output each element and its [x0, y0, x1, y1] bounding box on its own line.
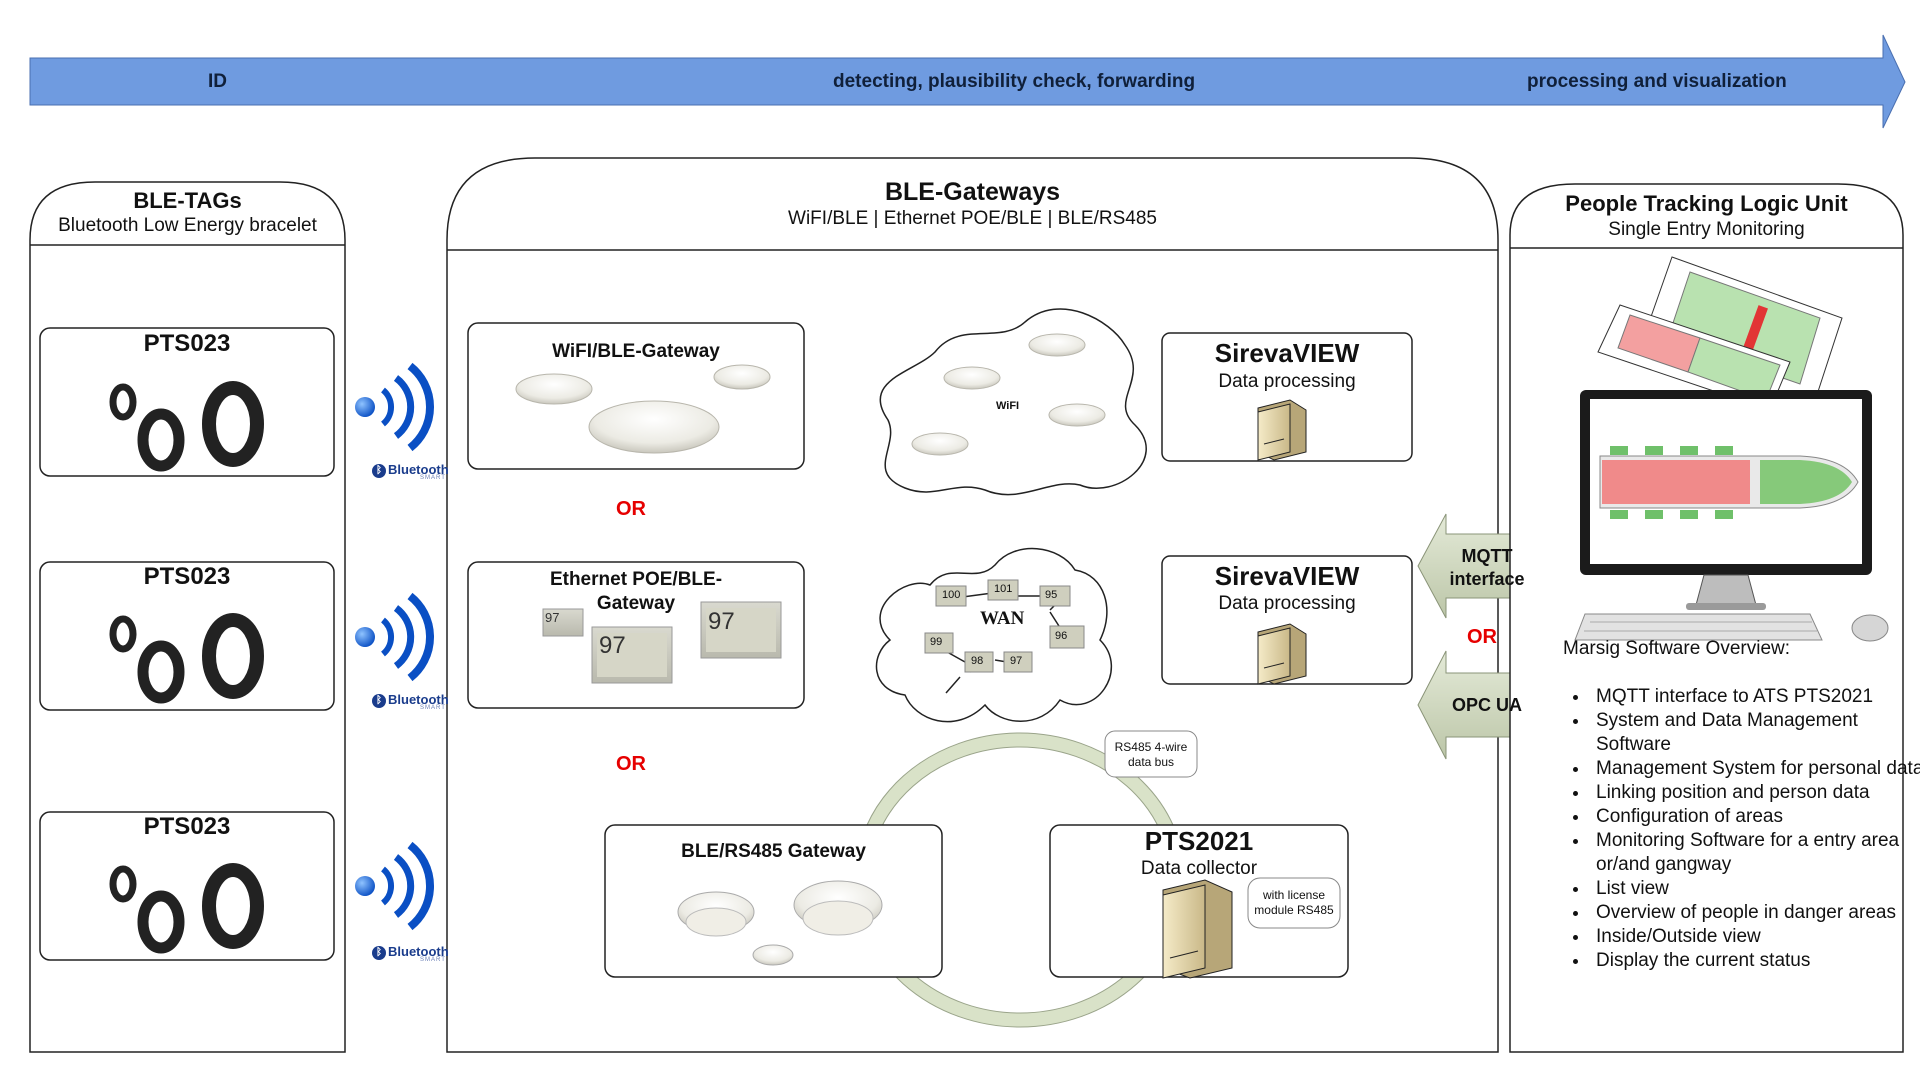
logic-panel-title: People Tracking Logic Unit — [1565, 191, 1848, 216]
bluetooth-signal-icon-2 — [355, 592, 435, 682]
overview-item: Overview of people in danger areas — [1590, 901, 1920, 925]
arrow-label-detecting: detecting, plausibility check, forwardin… — [833, 71, 1196, 92]
sireva-title-1: SirevaVIEW — [1214, 338, 1360, 368]
sireva-box-2 — [1161, 555, 1413, 685]
gateways-panel-subtitle: WiFI/BLE | Ethernet POE/BLE | BLE/RS485 — [788, 208, 1157, 229]
bluetooth-signal-icon-1 — [355, 362, 435, 452]
overview-item: Linking position and person data — [1590, 781, 1920, 805]
arrow-label-id: ID — [208, 71, 227, 92]
pts2021-callout-text: with license module RS485 — [1254, 888, 1334, 917]
overview-item: Inside/Outside view — [1590, 925, 1920, 949]
mouse-icon — [1851, 614, 1889, 642]
wan-node-97: 97 — [1010, 655, 1023, 667]
wan-node-boxes — [924, 579, 1085, 673]
tag-label-2: PTS023 — [143, 563, 231, 590]
wifi-cloud-domes — [911, 333, 1106, 456]
monitor-icon — [1580, 390, 1872, 610]
sireva-subtitle-1: Data processing — [1218, 371, 1356, 392]
tag-label-1: PTS023 — [143, 330, 231, 357]
rs485-gateway-label: BLE/RS485 Gateway — [681, 841, 866, 862]
bluetooth-smart-text: SMART — [420, 705, 446, 711]
server-icon-1 — [1257, 399, 1307, 461]
or-label-1: OR — [616, 498, 646, 520]
wifi-gateway-box — [467, 322, 805, 470]
overview-item: System and Data Management Software — [1590, 709, 1920, 757]
wifi-gateway-label: WiFI/BLE-Gateway — [552, 341, 720, 362]
tags-panel-subtitle: Bluetooth Low Energy bracelet — [58, 215, 317, 236]
gateways-panel-title: BLE-Gateways — [884, 178, 1061, 206]
bluetooth-logo-text: Bluetooth — [388, 462, 449, 477]
sireva-title-2: SirevaVIEW — [1214, 561, 1360, 591]
overview-item: Configuration of areas — [1590, 805, 1920, 829]
tags-panel-title: BLE-TAGs — [133, 188, 242, 213]
display-value-left: 97 — [599, 632, 626, 659]
display-value-right: 97 — [708, 608, 735, 635]
overview-title: Marsig Software Overview: — [1563, 638, 1791, 659]
logic-panel-subtitle: Single Entry Monitoring — [1608, 219, 1805, 240]
ethernet-display-icons — [542, 601, 782, 684]
pts2021-subtitle: Data collector — [1140, 858, 1258, 879]
overview-item: MQTT interface to ATS PTS2021 — [1590, 685, 1920, 709]
ethernet-gateway-label: Ethernet POE/BLE- Gateway — [549, 569, 723, 614]
server-icon-pts2021 — [1162, 879, 1233, 979]
server-icon-2 — [1257, 623, 1307, 685]
overview-list: MQTT interface to ATS PTS2021 System and… — [1560, 685, 1920, 973]
wan-node-101: 101 — [994, 583, 1013, 595]
bracelet-icon-3 — [109, 863, 264, 954]
bluetooth-signal-icon-3 — [355, 841, 435, 931]
bluetooth-rune-icon: ᛒ — [372, 693, 386, 708]
bluetooth-logo-text: Bluetooth — [388, 944, 449, 959]
bracelet-icon-2 — [109, 613, 264, 704]
sireva-box-1 — [1161, 332, 1413, 462]
bluetooth-rune-icon: ᛒ — [372, 463, 386, 478]
process-arrow — [29, 34, 1906, 129]
bluetooth-smart-text: SMART — [420, 957, 446, 963]
wan-node-96: 96 — [1055, 630, 1068, 642]
overview-item: List view — [1590, 877, 1920, 901]
floor-plan-sheets-icon — [1597, 256, 1843, 411]
bluetooth-smart-text: SMART — [420, 475, 446, 481]
tag-label-3: PTS023 — [143, 813, 231, 840]
or-label-2: OR — [616, 753, 646, 775]
overview-item: Monitoring Software for a entry area or/… — [1590, 829, 1920, 877]
sireva-subtitle-2: Data processing — [1218, 593, 1356, 614]
wan-node-95: 95 — [1045, 589, 1058, 601]
wan-node-100: 100 — [942, 589, 961, 601]
wifi-cloud-label: WiFI — [996, 400, 1020, 412]
overview-item: Display the current status — [1590, 949, 1920, 973]
bluetooth-logo-text: Bluetooth — [388, 692, 449, 707]
pts2021-callout-box — [1247, 877, 1341, 929]
opc-ua-interface-label: OPC UA — [1451, 695, 1522, 715]
wan-cloud-label: WAN — [980, 608, 1025, 629]
pts2021-title: PTS2021 — [1144, 826, 1254, 856]
rs485-callout-box — [1104, 730, 1198, 778]
rs485-callout-text: RS485 4-wire data bus — [1114, 740, 1188, 769]
wan-node-99: 99 — [930, 636, 943, 648]
wan-node-98: 98 — [971, 655, 984, 667]
keyboard-icon — [1574, 613, 1823, 641]
bluetooth-rune-icon: ᛒ — [372, 945, 386, 960]
interface-or-label: OR — [1467, 626, 1497, 648]
rs485-gateway-box — [604, 824, 943, 978]
mqtt-interface-label: MQTT interface — [1449, 546, 1525, 589]
bracelet-icon-1 — [109, 381, 264, 472]
display-value-small: 97 — [545, 610, 560, 625]
arrow-label-processing: processing and visualization — [1527, 71, 1787, 92]
overview-item: Management System for personal data — [1590, 757, 1920, 781]
wifi-dome-icons — [515, 364, 771, 454]
smoke-detector-icons — [677, 880, 883, 966]
